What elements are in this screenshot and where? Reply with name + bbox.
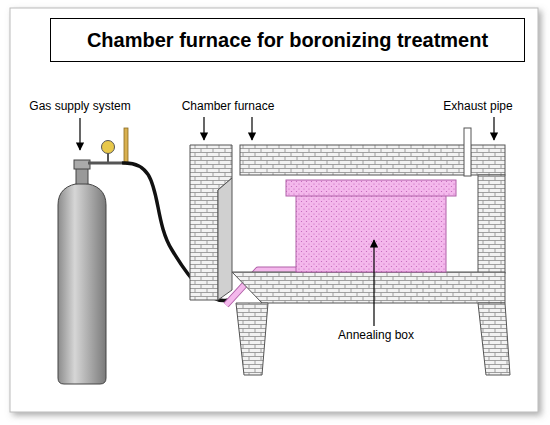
part-label: Annealing box (338, 329, 414, 343)
exhaust-pipe (464, 128, 471, 176)
part-label: Exhaust pipe (443, 100, 512, 114)
leader-arrows (80, 117, 494, 326)
part-label: Chamber furnace (182, 100, 275, 114)
gas-cylinder (58, 128, 128, 384)
diagram-title: Chamber furnace for boronizing treatment (87, 29, 488, 52)
picture-frame (10, 8, 538, 412)
part-label: Gas supply system (29, 100, 130, 114)
annealing-box (286, 180, 456, 272)
furnace-door (190, 145, 232, 300)
title-frame: Chamber furnace for boronizing treatment (50, 18, 525, 62)
furnace-walls (190, 145, 510, 375)
